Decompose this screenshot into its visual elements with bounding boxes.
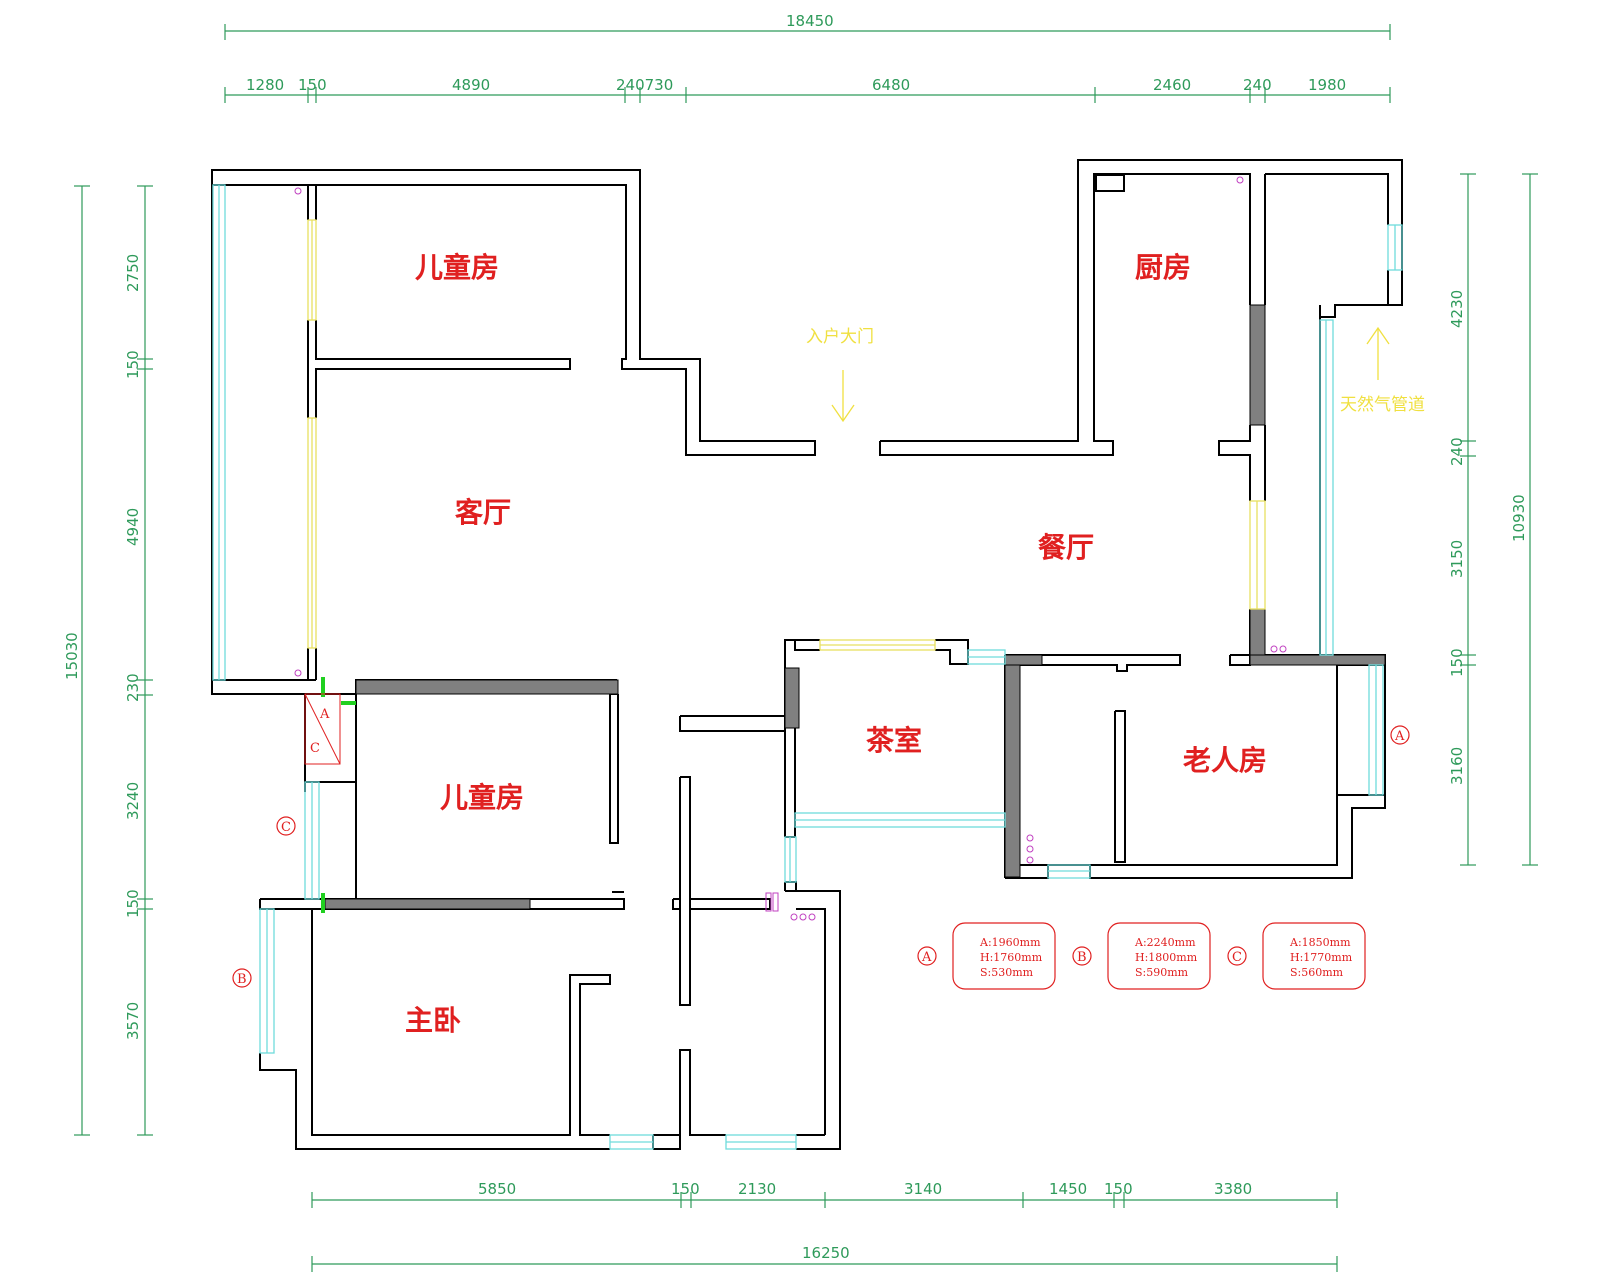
room-label-kids-top: 儿童房	[415, 251, 499, 284]
spec-c-marker: C	[1232, 950, 1242, 965]
gas-pipe-arrow	[1366, 326, 1390, 380]
spec-a-h: H:1760mm	[980, 951, 1043, 964]
dim-right-total: 10930	[1510, 494, 1528, 542]
window-spec-c: C A:1850mm H:1770mm S:560mm	[1227, 922, 1366, 990]
window-marker-b-left-text: B	[237, 972, 247, 987]
window-spec-b: B A:2240mm H:1800mm S:590mm	[1072, 922, 1211, 990]
spec-c-w: A:1850mm	[1289, 936, 1351, 949]
dim-top-seg-7: 240	[1243, 76, 1272, 94]
dim-right-seg-3: 3150	[1448, 540, 1466, 578]
dimension-lines	[74, 24, 1538, 1272]
dim-left-seg-6: 150	[124, 889, 142, 918]
dim-bottom-seg-7: 3380	[1214, 1180, 1252, 1198]
dim-left-seg-4: 230	[124, 673, 142, 702]
spec-b-w: A:2240mm	[1134, 936, 1196, 949]
dim-bottom-seg-5: 1450	[1049, 1180, 1087, 1198]
dim-left-seg-3: 4940	[124, 508, 142, 546]
room-label-kitchen: 厨房	[1135, 251, 1191, 284]
left-dimension-texts: 15030 2750 150 4940 230 3240 150 3570	[63, 254, 142, 1040]
room-label-kids-bottom: 儿童房	[440, 781, 524, 814]
windows	[212, 184, 1403, 1150]
window-marker-c-left: C	[276, 816, 296, 836]
room-label-master: 主卧	[405, 1004, 461, 1037]
spec-b-marker: B	[1077, 950, 1087, 965]
window-marker-b-left: B	[232, 968, 252, 988]
spec-b-h: H:1800mm	[1135, 951, 1198, 964]
spec-c-h: H:1770mm	[1290, 951, 1353, 964]
spec-a-marker: A	[921, 950, 932, 965]
dim-top-seg-4: 240730	[616, 76, 673, 94]
dim-right-seg-1: 4230	[1448, 290, 1466, 328]
window-marker-c-left-text: C	[281, 820, 291, 835]
dim-bottom-seg-4: 3140	[904, 1180, 942, 1198]
window-marker-a-elder: A	[1390, 725, 1410, 745]
window-marker-a-elder-text: A	[1394, 729, 1405, 744]
filled-walls	[324, 304, 1386, 910]
walls	[211, 159, 1403, 1150]
dim-bottom-seg-2: 150	[671, 1180, 700, 1198]
sliding-doors	[307, 219, 1266, 651]
dim-top-seg-8: 1980	[1308, 76, 1346, 94]
spec-c-s: S:560mm	[1290, 966, 1344, 979]
spec-a-s: S:530mm	[980, 966, 1034, 979]
spec-b-s: S:590mm	[1135, 966, 1189, 979]
gas-pipe-label: 天然气管道	[1340, 395, 1425, 415]
dim-left-total: 15030	[63, 632, 81, 680]
room-label-elder: 老人房	[1183, 744, 1267, 777]
room-label-living: 客厅	[455, 496, 511, 529]
spec-a-w: A:1960mm	[979, 936, 1041, 949]
dim-left-seg-5: 3240	[124, 782, 142, 820]
shaft-label-a: A	[319, 707, 330, 722]
dim-top-seg-2: 150	[298, 76, 327, 94]
dim-bottom-seg-3: 2130	[738, 1180, 776, 1198]
entrance-arrow	[831, 370, 855, 423]
pipe-markers	[294, 176, 1287, 921]
room-label-dining: 餐厅	[1038, 531, 1094, 564]
dim-left-seg-7: 3570	[124, 1002, 142, 1040]
dim-top-seg-3: 4890	[452, 76, 490, 94]
shaft-label-c: C	[310, 741, 320, 756]
dim-right-seg-4: 150	[1448, 648, 1466, 677]
window-spec-a: A A:1960mm H:1760mm S:530mm	[917, 922, 1056, 990]
dim-right-seg-5: 3160	[1448, 747, 1466, 785]
right-dimension-texts: 4230 240 3150 150 3160 10930	[1448, 290, 1528, 785]
shaft-box: A C	[304, 693, 341, 765]
entrance-label: 入户大门	[806, 327, 874, 347]
dim-right-seg-2: 240	[1448, 437, 1466, 466]
dim-bottom-total: 16250	[802, 1244, 850, 1262]
dim-top-total: 18450	[786, 12, 834, 30]
dim-top-seg-5: 6480	[872, 76, 910, 94]
dim-top-seg-6: 2460	[1153, 76, 1191, 94]
dim-bottom-seg-1: 5850	[478, 1180, 516, 1198]
dim-top-seg-1: 1280	[246, 76, 284, 94]
dim-left-seg-1: 2750	[124, 254, 142, 292]
room-label-tea: 茶室	[866, 724, 922, 757]
dim-bottom-seg-6: 150	[1104, 1180, 1133, 1198]
dim-left-seg-2: 150	[124, 350, 142, 379]
